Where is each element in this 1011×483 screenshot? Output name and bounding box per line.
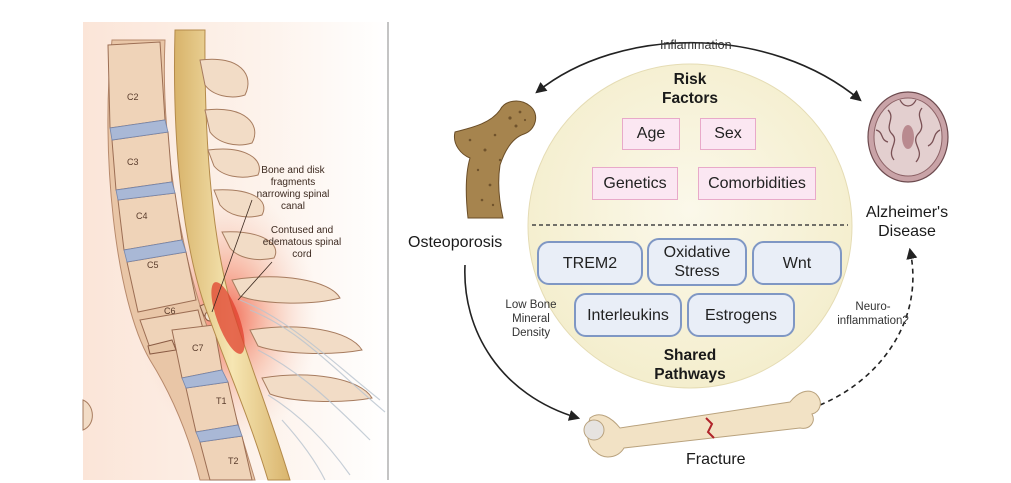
osteoporosis-label: Osteoporosis	[408, 234, 503, 251]
femur-icon	[453, 100, 537, 219]
pathway-trem2: TREM2	[537, 241, 643, 285]
label-t1: T1	[216, 396, 227, 406]
label-c3: C3	[127, 157, 139, 167]
spinous-processes	[199, 58, 373, 402]
cord-contusion	[211, 282, 245, 354]
brain-icon	[867, 91, 949, 183]
label-c7: C7	[192, 343, 204, 353]
leader-cord	[237, 261, 273, 301]
discs	[109, 119, 243, 443]
risk-factor-sex: Sex	[700, 118, 756, 150]
shared-pathways-title: Shared Pathways	[654, 347, 726, 383]
inflammation-label: Inflammation	[660, 38, 732, 52]
label-t2: T2	[228, 456, 239, 466]
risk-factor-age: Age	[622, 118, 680, 150]
neuroinflammation-label: Neuro-inflammation?	[837, 301, 909, 327]
pathway-wnt: Wnt	[752, 241, 842, 285]
annotation-fragments: Bone and disk fragments narrowing spinal…	[256, 165, 330, 212]
alzheimers-label: Alzheimer's Disease	[865, 204, 949, 240]
label-c5: C5	[147, 260, 159, 270]
inflammation-arrow	[535, 41, 862, 102]
leader-fragments	[211, 199, 253, 313]
low-bmd-label: Low Bone Mineral Density	[505, 299, 557, 339]
fracture-label: Fracture	[686, 451, 746, 468]
central-circle	[527, 63, 853, 389]
risk-factor-genetics: Genetics	[592, 167, 678, 200]
partial-bone-edge	[82, 399, 93, 431]
pathway-interleukins: Interleukins	[574, 293, 682, 337]
low-bmd-arrow	[464, 264, 581, 421]
pathway-estrogens: Estrogens	[687, 293, 795, 337]
fractured-bone-icon	[583, 390, 821, 458]
annotation-cord: Contused and edematous spinal cord	[262, 225, 342, 260]
pathway-oxidative-stress: Oxidative Stress	[647, 238, 747, 286]
risk-factor-comorbidities: Comorbidities	[698, 167, 816, 200]
label-c4: C4	[136, 211, 148, 221]
label-c2: C2	[127, 92, 139, 102]
spinal-cord	[173, 29, 291, 481]
label-c6: C6	[164, 306, 176, 316]
ligaments	[239, 299, 386, 481]
risk-factors-title: Risk Factors	[662, 71, 718, 107]
